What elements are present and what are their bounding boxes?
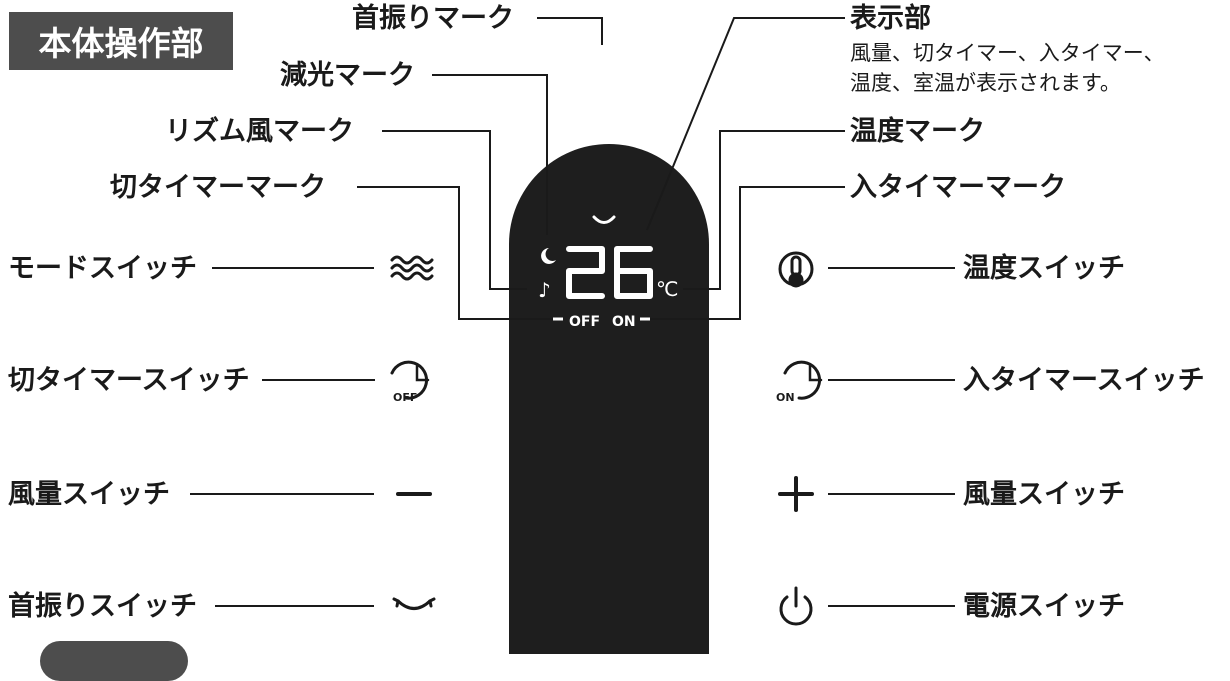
temp-switch-label: 温度スイッチ: [963, 253, 1125, 284]
wave-icon: [390, 255, 434, 281]
swing-mark-label: 首振りマーク: [352, 3, 514, 34]
display-desc-2: 温度、室温が表示されます。: [850, 71, 1121, 95]
power-icon: [779, 586, 813, 626]
digit-6: [614, 246, 653, 299]
rhythm-mark-label: リズム風マーク: [165, 116, 354, 147]
leader-display: [646, 17, 845, 231]
on-timer-icon: [783, 360, 823, 400]
power-switch-label: 電源スイッチ: [963, 591, 1125, 622]
mode-switch-label: モードスイッチ: [8, 253, 197, 284]
display-desc-1: 風量、切タイマー、入タイマー、: [850, 41, 1165, 65]
off-label: OFF: [569, 314, 600, 330]
leader-lines: [190, 17, 955, 607]
digit-2: [566, 246, 605, 299]
swing-mark-icon: [592, 215, 616, 224]
swing-icon: [392, 597, 436, 610]
on-timer-switch-label: 入タイマースイッチ: [963, 365, 1205, 396]
on-timer-icon-text: ON: [776, 391, 795, 404]
moon-icon: [541, 248, 556, 264]
display-label: 表示部: [850, 3, 931, 34]
page-title: 本体操作部: [9, 12, 233, 70]
leader-temp-mark: [683, 130, 845, 290]
leader-rhythm-mark: [382, 130, 527, 290]
wind-up-switch-label: 風量スイッチ: [963, 479, 1125, 510]
swing-switch-label: 首振りスイッチ: [8, 591, 197, 622]
leader-dimmer-mark: [432, 74, 548, 235]
panel-marks: ♪ OFF ON ℃: [538, 215, 678, 330]
off-timer-icon: [390, 360, 430, 400]
temperature-digits: [566, 246, 653, 299]
dimmer-mark-label: 減光マーク: [280, 60, 415, 91]
celsius-unit: ℃: [656, 277, 678, 301]
off-timer-switch-label: 切タイマースイッチ: [8, 365, 250, 396]
off-timer-mark-label: 切タイマーマーク: [110, 172, 326, 203]
control-panel: [509, 144, 709, 654]
leader-on-timer-mark: [648, 186, 845, 320]
leader-off-timer-mark: [357, 186, 553, 320]
on-timer-mark-label: 入タイマーマーク: [850, 172, 1066, 203]
note-icon: ♪: [538, 278, 551, 302]
leader-swing-mark: [537, 17, 603, 45]
temp-mark-label: 温度マーク: [850, 116, 985, 147]
on-label: ON: [612, 314, 636, 330]
plus-icon: [778, 476, 814, 512]
off-timer-icon-text: OFF: [393, 391, 417, 404]
diagram-canvas: ♪ OFF ON ℃ OFF: [190, 17, 955, 654]
wind-down-switch-label: 風量スイッチ: [8, 479, 170, 510]
thermometer-icon: [778, 251, 814, 288]
